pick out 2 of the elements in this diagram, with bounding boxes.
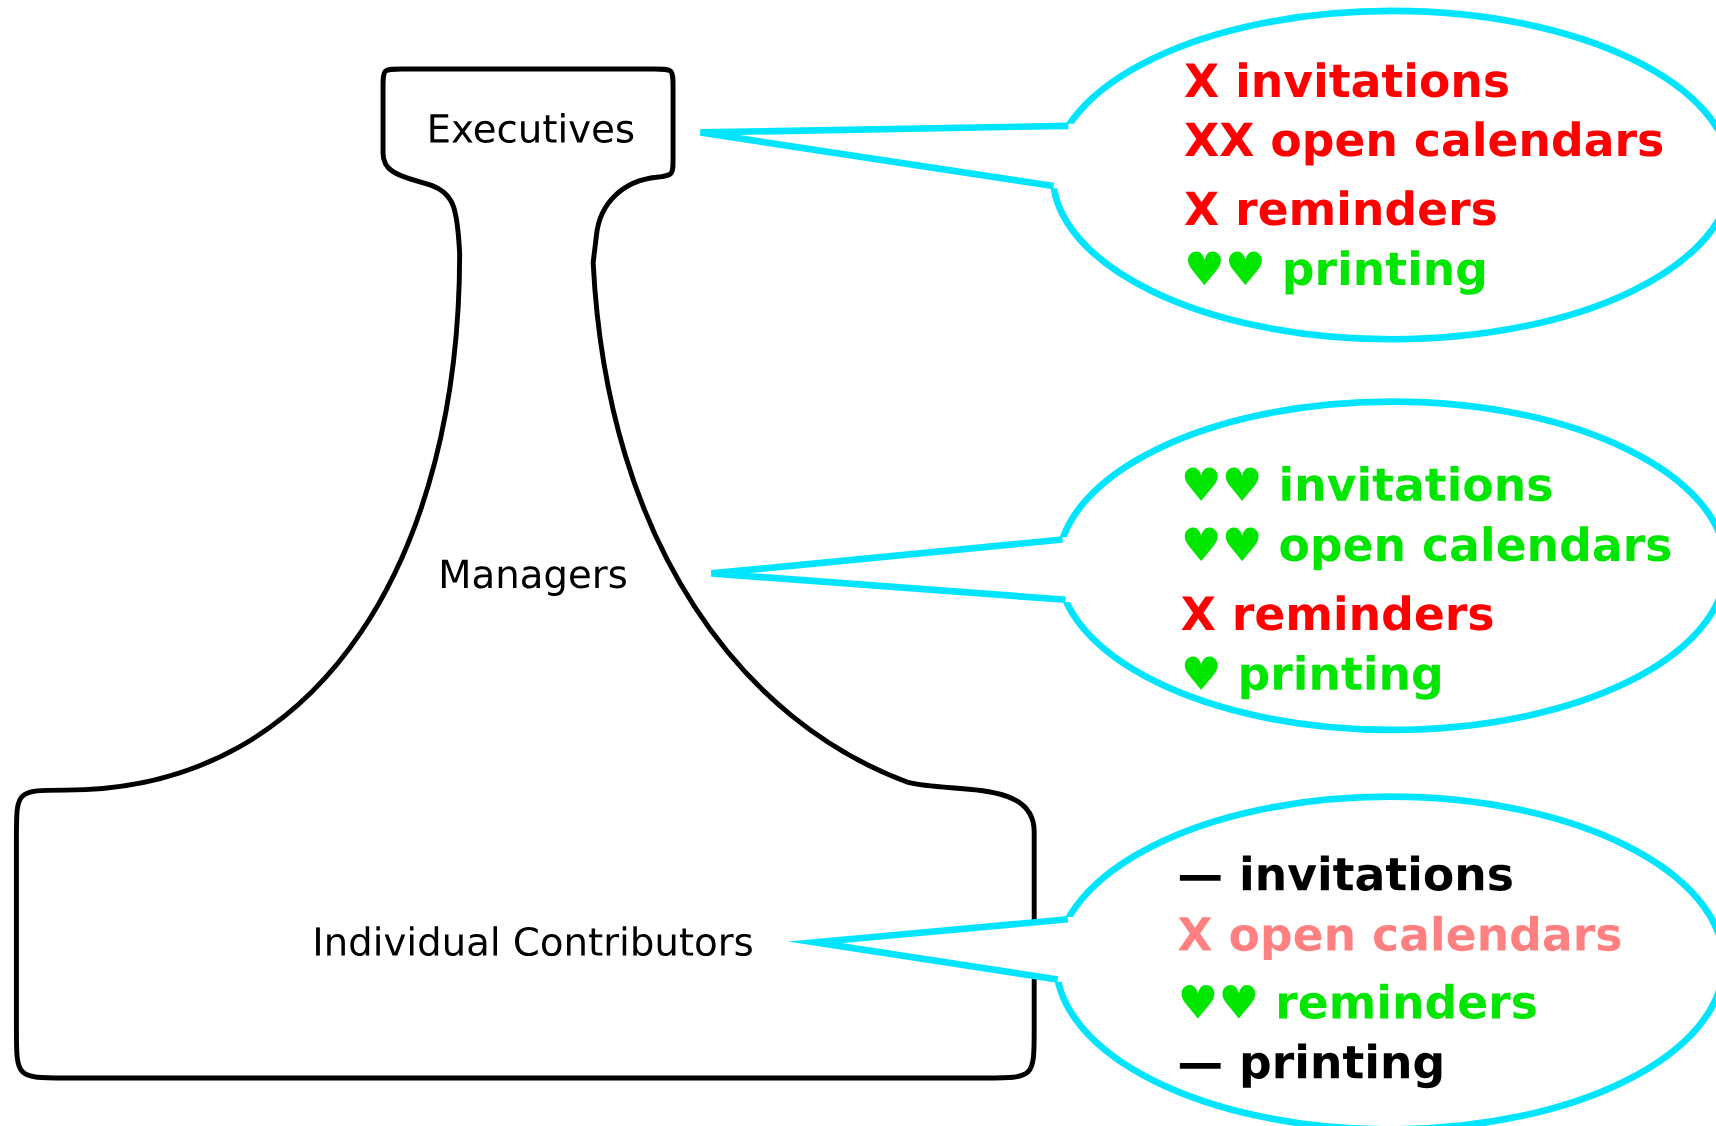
speech-bubble: ♥♥ invitations ♥♥ open calendars X reminders ♥ printing: [708, 398, 1716, 734]
speech-bubble: X invitations XX open calendars X reminders ♥♥ printing: [697, 7, 1716, 343]
